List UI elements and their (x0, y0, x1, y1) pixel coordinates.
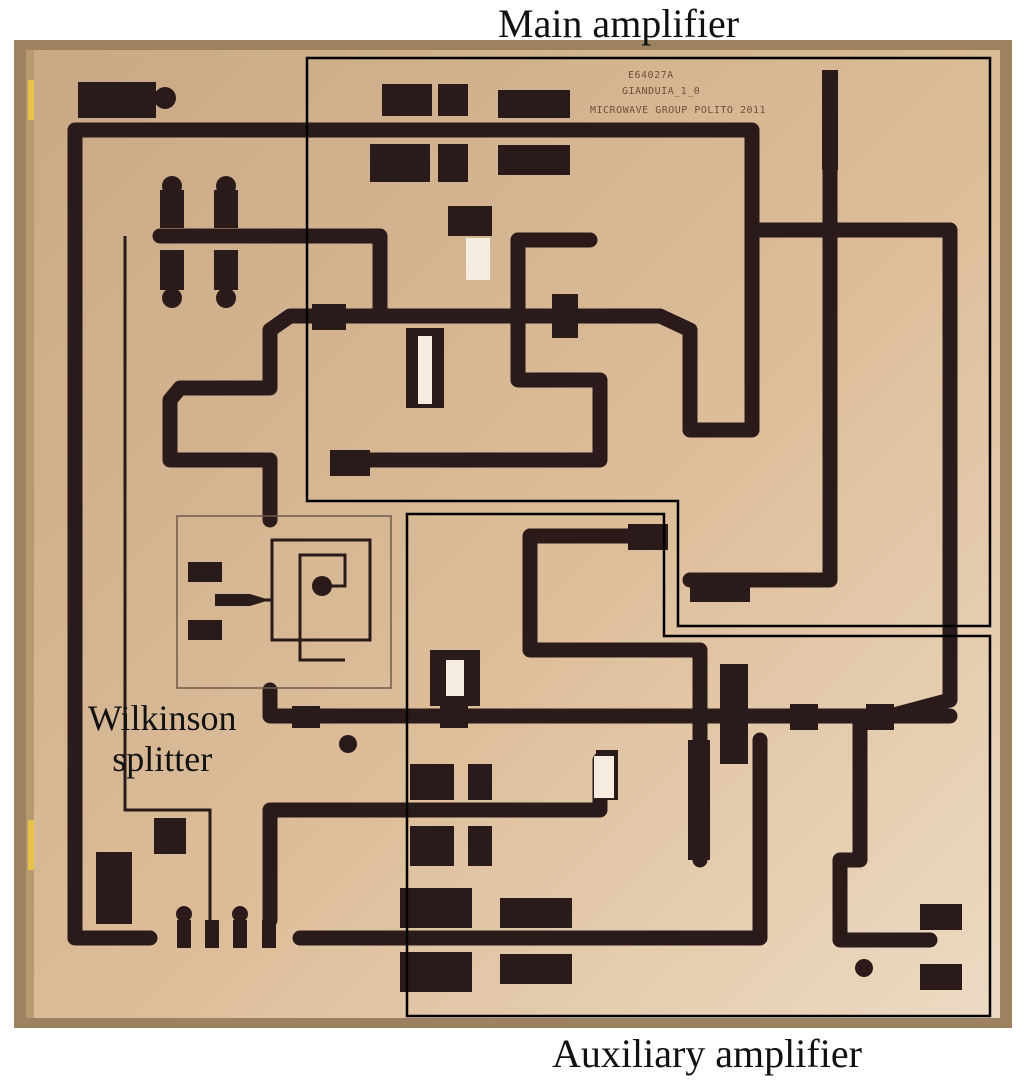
marking-line2: GIANDUIA_1_0 (622, 86, 700, 97)
main-amplifier-label: Main amplifier (498, 1, 740, 46)
main-amplifier-frame (305, 56, 992, 628)
metal-pads (78, 70, 962, 992)
auxiliary-amplifier-label: Auxiliary amplifier (552, 1031, 862, 1076)
capacitor-highlights (418, 238, 614, 798)
marking-line1: E64027A (628, 70, 674, 81)
wilkinson-outline (176, 515, 392, 689)
wilkinson-label-line2: splitter (112, 739, 213, 780)
die-border-left (26, 50, 34, 1018)
wilkinson-splitter-label: Wilkinson splitter (88, 698, 237, 781)
thin-traces (123, 236, 372, 920)
auxiliary-amplifier-frame (405, 512, 992, 1018)
wilkinson-label-line1: Wilkinson (88, 698, 237, 738)
chip-marking: E64027A GIANDUIA_1_0 MICROWAVE GROUP POL… (590, 70, 766, 116)
region-frames (305, 56, 992, 1018)
marking-line3: MICROWAVE GROUP POLITO 2011 (590, 105, 766, 116)
